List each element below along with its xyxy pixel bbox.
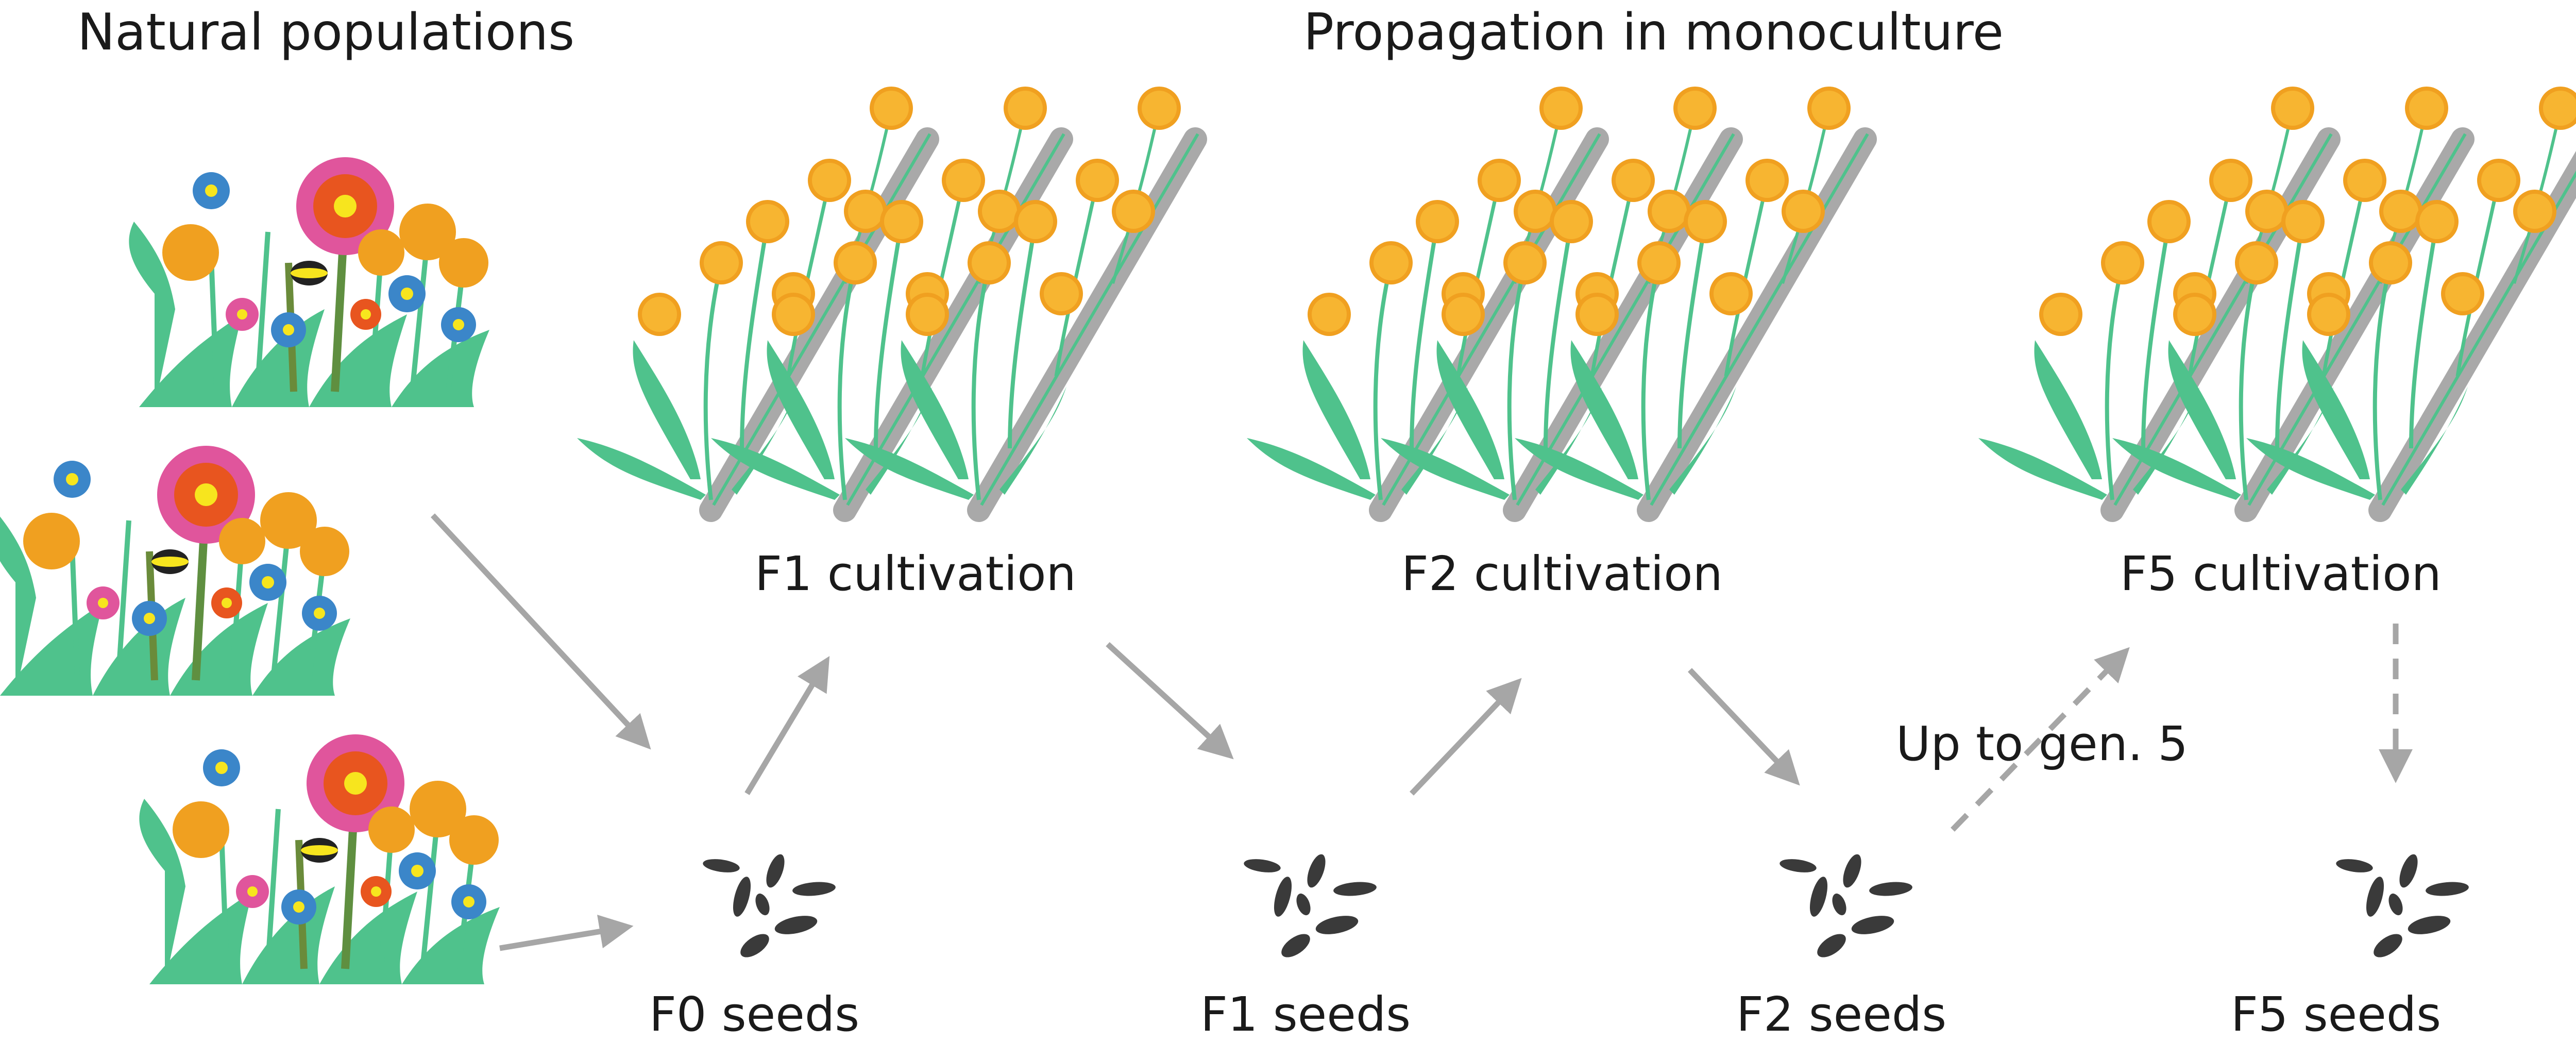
- arrow-f0-to-f1: [744, 656, 830, 795]
- arrow-f2seeds-to-f5: [1951, 647, 2130, 832]
- arrow-meadow-to-f0: [430, 513, 651, 750]
- meadow-icon-top: [129, 157, 489, 407]
- f1-seeds-label: F1 seeds: [1200, 987, 1411, 1042]
- arrow-f2-to-f2seeds: [1688, 668, 1800, 786]
- f0-seeds-label: F0 seeds: [649, 987, 860, 1042]
- f2-seeds-icon: [1778, 852, 1913, 962]
- natural-populations-title: Natural populations: [77, 3, 575, 62]
- f1-seeds-icon: [1243, 852, 1377, 962]
- f5-plants-icon: [1978, 87, 2576, 510]
- f5-seeds-icon: [2335, 852, 2469, 962]
- up-to-gen-label: Up to gen. 5: [1896, 716, 2188, 771]
- meadow-icon-bottom: [139, 734, 500, 984]
- arrow-f1-to-f1seeds: [1106, 642, 1234, 760]
- f5-seeds-label: F5 seeds: [2231, 987, 2442, 1042]
- f2-plants-icon: [1247, 87, 1868, 510]
- f1-cultivation-label: F1 cultivation: [755, 546, 1076, 601]
- f2-seeds-label: F2 seeds: [1736, 987, 1947, 1042]
- monoculture-title: Propagation in monoculture: [1303, 3, 2004, 62]
- arrow-f1seeds-to-f2: [1410, 678, 1522, 796]
- f2-cultivation-label: F2 cultivation: [1401, 546, 1723, 601]
- arrow-meadow2-to-f0: [499, 915, 634, 951]
- f1-plants-icon: [577, 87, 1198, 510]
- f5-cultivation-label: F5 cultivation: [2120, 546, 2442, 601]
- meadow-icon-middle: [0, 446, 350, 696]
- f0-seeds-icon: [702, 852, 836, 962]
